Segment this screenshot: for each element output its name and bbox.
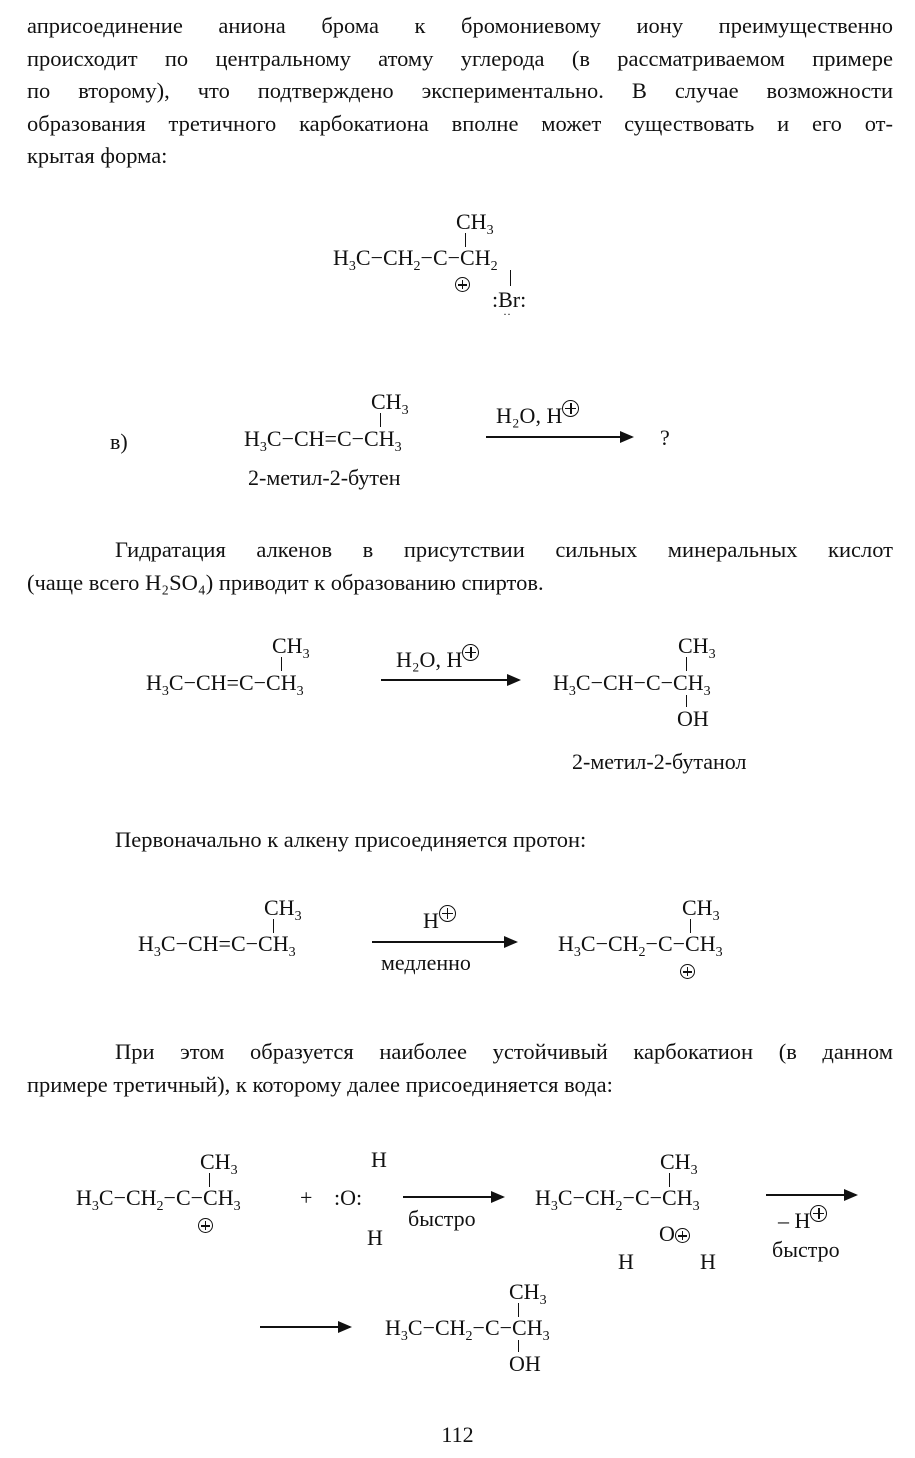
condition-slowly: медленно <box>381 950 471 975</box>
p1-line-1: априсоединение аниона брома к бромониево… <box>27 13 893 38</box>
bromine-label: :Br: <box>492 287 527 312</box>
paragraph-3: Первоначально к алкену присоединяется пр… <box>115 827 587 852</box>
condition-fast-2: быстро <box>772 1237 840 1262</box>
reaction-arrow <box>372 937 518 947</box>
p4-line-2: примере третичный), к которому далее при… <box>27 1071 613 1097</box>
p1-line-2: происходит по центральному атому углерод… <box>27 45 893 71</box>
p1-line-5: крытая форма: <box>27 143 168 168</box>
positive-charge-icon <box>674 1228 690 1244</box>
p2-line-1: Гидратация алкенов в присутствии сильных… <box>115 537 893 562</box>
positive-charge-icon <box>455 277 470 293</box>
reaction-arrow <box>486 432 634 442</box>
compound-name-butene: 2-метил-2-бутен <box>248 465 401 490</box>
paragraph-4: При этом образуется наиболее устойчивый … <box>27 1036 893 1101</box>
p1-line-3: по второму), что подтверждено эксперимен… <box>27 78 893 103</box>
paragraph-2: Гидратация алкенов в присутствии сильных… <box>27 534 893 599</box>
reaction-arrow <box>260 1322 352 1332</box>
positive-charge-icon <box>462 644 480 661</box>
reaction-arrow <box>381 675 521 685</box>
paragraph-1: априсоединение аниона брома к бромониево… <box>27 10 893 173</box>
condition-fast-1: быстро <box>408 1206 476 1231</box>
question-mark: ? <box>660 425 670 450</box>
page-number: 112 <box>441 1422 474 1447</box>
positive-charge-icon <box>438 905 456 922</box>
positive-charge-icon <box>198 1218 213 1234</box>
reaction-arrow <box>766 1190 858 1200</box>
item-label-v: в) <box>110 429 128 454</box>
positive-charge-icon <box>810 1205 828 1222</box>
reaction-arrow <box>403 1192 505 1202</box>
positive-charge-icon <box>562 400 580 417</box>
p1-line-4: образования третичного карбокатиона впол… <box>27 110 893 136</box>
compound-name-butanol: 2-метил-2-бутанол <box>572 749 747 774</box>
p2-line-2: (чаще всего H₂SO₄) приводит к образовани… <box>27 569 544 595</box>
p4-line-1: При этом образуется наиболее устойчивый … <box>115 1039 893 1064</box>
positive-charge-icon <box>680 964 695 980</box>
